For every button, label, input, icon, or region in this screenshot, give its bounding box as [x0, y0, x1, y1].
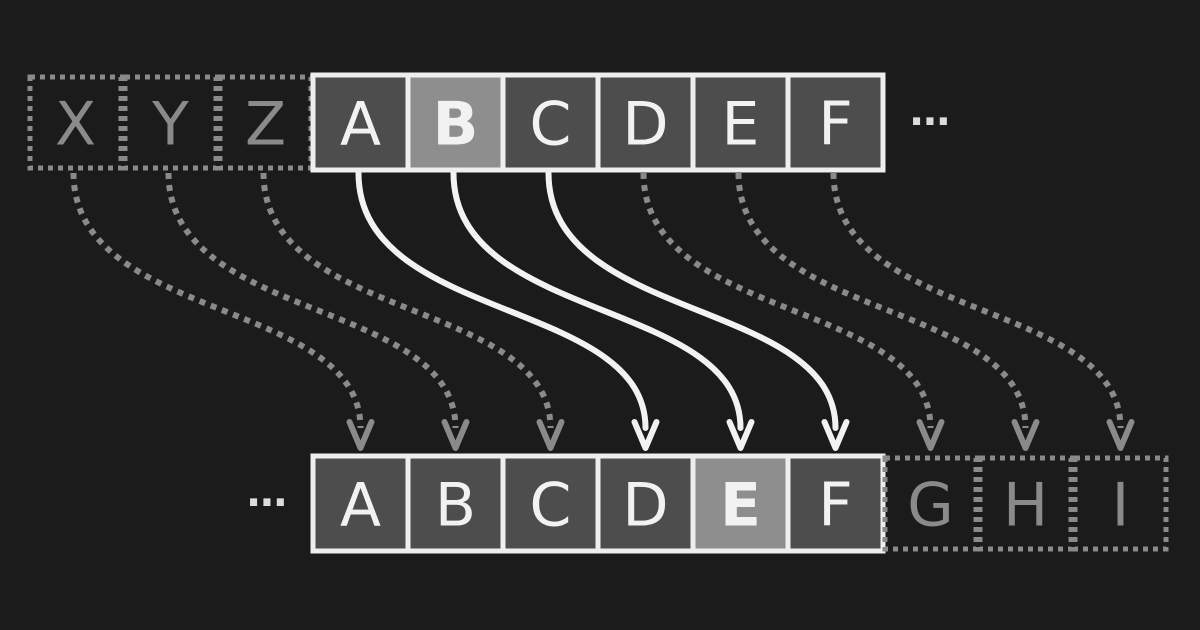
shift-arrow-2-head: [441, 419, 470, 451]
top-ghost-cell-x-letter: X: [55, 90, 96, 160]
bottom-ghost-cell-h-letter: H: [1003, 471, 1048, 541]
shift-arrow-4-head: [631, 419, 660, 451]
shift-arrow-9: [830, 172, 1135, 451]
shift-arrow-1: [70, 172, 375, 451]
shift-arrow-8-head: [1011, 419, 1040, 451]
bottom-cell-a-letter: A: [340, 471, 381, 541]
shift-arrow-5: [450, 170, 755, 451]
top-ghost-cell-y: Y: [122, 74, 219, 171]
shift-arrow-2-line: [165, 172, 459, 429]
top-ghost-cell-z-letter: Z: [245, 90, 286, 160]
bottom-row-ellipsis: ⋯: [247, 480, 287, 526]
shift-arrow-5-line: [450, 170, 744, 431]
bottom-cell-d: D: [595, 453, 696, 554]
shift-arrows: [70, 170, 1135, 451]
bottom-cell-d-letter: D: [622, 471, 668, 541]
shift-arrow-7-line: [640, 172, 934, 429]
shift-arrow-6: [545, 170, 850, 451]
shift-arrow-1-line: [70, 172, 364, 429]
shift-arrow-3-line: [260, 172, 554, 429]
bottom-ghost-cell-i-letter: I: [1112, 471, 1130, 541]
shift-arrow-3-head: [536, 419, 565, 451]
top-cell-b-letter: B: [433, 90, 479, 160]
bottom-cell-c-letter: C: [530, 471, 572, 541]
shift-arrow-8-line: [735, 172, 1029, 429]
shift-arrow-8: [735, 172, 1040, 451]
top-cell-e: E: [690, 72, 791, 173]
top-cell-b-box: [405, 72, 506, 173]
top-cell-d-letter: D: [622, 90, 668, 160]
shift-arrow-2: [165, 172, 470, 451]
bottom-cell-a: A: [310, 453, 411, 554]
top-cell-e-letter: E: [722, 90, 760, 160]
top-ghost-cell-y-letter: Y: [151, 90, 189, 160]
top-ghost-cell-z: Z: [217, 74, 314, 171]
shift-arrow-9-line: [830, 172, 1124, 429]
top-cell-c-box: [500, 72, 601, 173]
bottom-ghost-cell-h: H: [977, 455, 1074, 552]
top-cell-b: B: [405, 72, 506, 173]
shift-arrow-6-line: [545, 170, 839, 431]
top-cell-d-box: [595, 72, 696, 173]
top-cell-c-letter: C: [530, 90, 572, 160]
bottom-cell-c: C: [500, 453, 601, 554]
bottom-cell-f-box: [785, 453, 886, 554]
top-cell-f-letter: F: [818, 90, 853, 160]
bottom-cell-f-letter: F: [818, 471, 853, 541]
top-row-ellipsis: ⋯: [910, 99, 950, 145]
shift-arrow-5-head: [726, 419, 755, 451]
bottom-cell-e: E: [690, 453, 791, 554]
bottom-cell-e-box: [690, 453, 791, 554]
bottom-cell-b: B: [405, 453, 506, 554]
bottom-ghost-cell-g-letter: G: [907, 471, 954, 541]
top-cell-a: A: [310, 72, 411, 173]
top-cell-a-letter: A: [340, 90, 381, 160]
top-cell-c: C: [500, 72, 601, 173]
top-ghost-cell-x: X: [27, 74, 124, 171]
bottom-cell-f: F: [785, 453, 886, 554]
shift-arrow-7: [640, 172, 945, 451]
top-cell-d: D: [595, 72, 696, 173]
bottom-ghost-cell-g: G: [882, 455, 979, 552]
bottom-cell-e-letter: E: [720, 471, 761, 541]
top-cell-f: F: [785, 72, 886, 173]
shift-arrow-4-line: [355, 170, 649, 431]
shift-arrow-9-head: [1106, 419, 1135, 451]
bottom-cell-b-letter: B: [435, 471, 476, 541]
shift-arrow-4: [355, 170, 660, 451]
bottom-cell-d-box: [595, 453, 696, 554]
top-cell-f-box: [785, 72, 886, 173]
top-cell-a-box: [310, 72, 411, 173]
shift-arrow-7-head: [916, 419, 945, 451]
shift-arrow-1-head: [346, 419, 375, 451]
shift-arrow-3: [260, 172, 565, 451]
bottom-ghost-cell-i: I: [1072, 455, 1169, 552]
shift-arrow-6-head: [821, 419, 850, 451]
